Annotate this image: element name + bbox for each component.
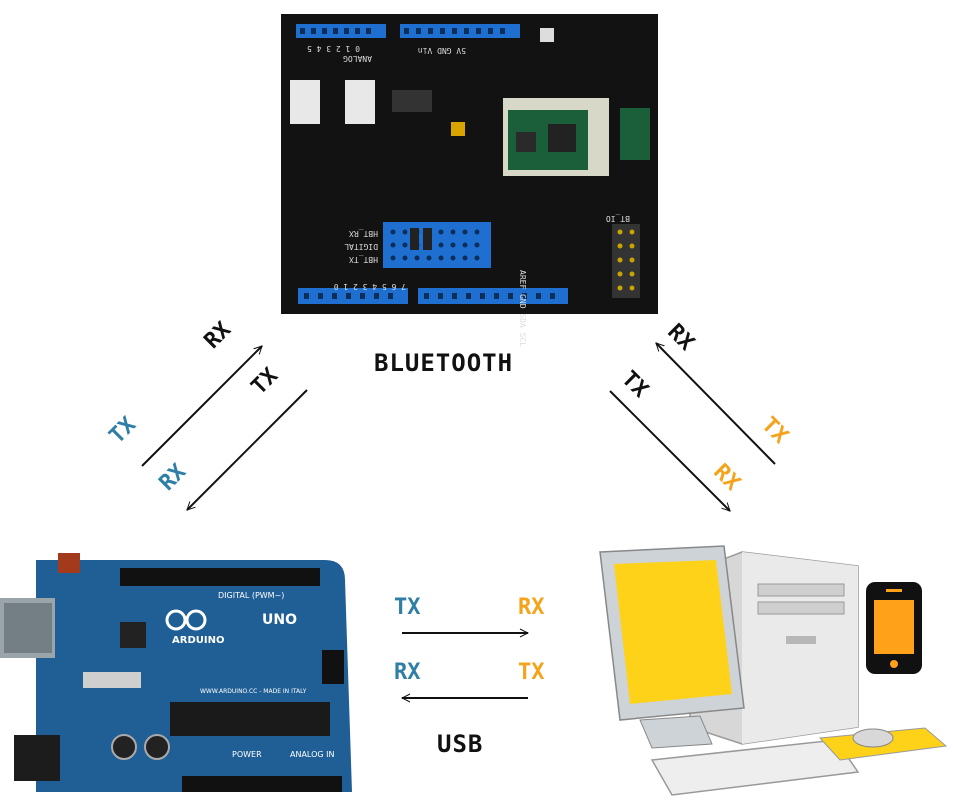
pcb-label-bt-io: BT_IO <box>606 214 630 223</box>
arduino-logo-text: ARDUINO <box>172 635 224 646</box>
bluetooth-shield-board <box>281 14 658 314</box>
usb-right-tx-label: TX <box>518 660 545 685</box>
arduino-power-text: POWER <box>232 750 262 759</box>
arduino-digital-text: DIGITAL (PWM~) <box>218 591 284 600</box>
usb-left-rx-label: RX <box>394 660 421 685</box>
pcb-label-analog: ANALOG <box>343 54 372 63</box>
usb-right-rx-label: RX <box>518 595 545 620</box>
arduino-silkscreen-labels: ARDUINO UNO DIGITAL (PWM~) POWER ANALOG … <box>172 591 335 759</box>
desktop-computer <box>599 545 948 796</box>
arrow-bt-to-pc <box>609 390 730 511</box>
arduino-analog-text: ANALOG IN <box>290 750 335 759</box>
pcb-label-hbt-rx: HBT_RX <box>349 229 378 238</box>
smartphone <box>866 582 922 674</box>
arrow-bt-to-arduino <box>187 389 308 510</box>
arrow-arduino-to-bt <box>141 346 262 467</box>
usb-label: USB <box>437 730 484 758</box>
pcb-label-analog-pins: 0 1 2 3 4 5 <box>307 44 360 53</box>
arduino-model-text: UNO <box>262 612 297 628</box>
pcb-label-digital: DIGITAL <box>344 242 378 251</box>
usb-left-tx-label: TX <box>394 595 421 620</box>
arrow-pc-to-bt <box>656 343 776 465</box>
pcb-label-bottom-pins: 7 6 5 4 3 2 1 0 <box>334 282 406 291</box>
pcb-label-hbt-tx: HBT_TX <box>349 255 378 264</box>
pcb-label-power: 5V GND Vin <box>418 46 466 55</box>
arduino-uno-board <box>0 553 352 792</box>
bluetooth-label: BLUETOOTH <box>374 349 514 377</box>
pcb-label-aref-scl: AREF GND SDA SCL <box>518 270 527 347</box>
pcb-silkscreen-labels: ANALOG 0 1 2 3 4 5 5V GND Vin HBT_RX DIG… <box>307 44 630 347</box>
connection-arrows <box>141 343 776 698</box>
arduino-url-text: WWW.ARDUINO.CC - MADE IN ITALY <box>200 688 307 695</box>
